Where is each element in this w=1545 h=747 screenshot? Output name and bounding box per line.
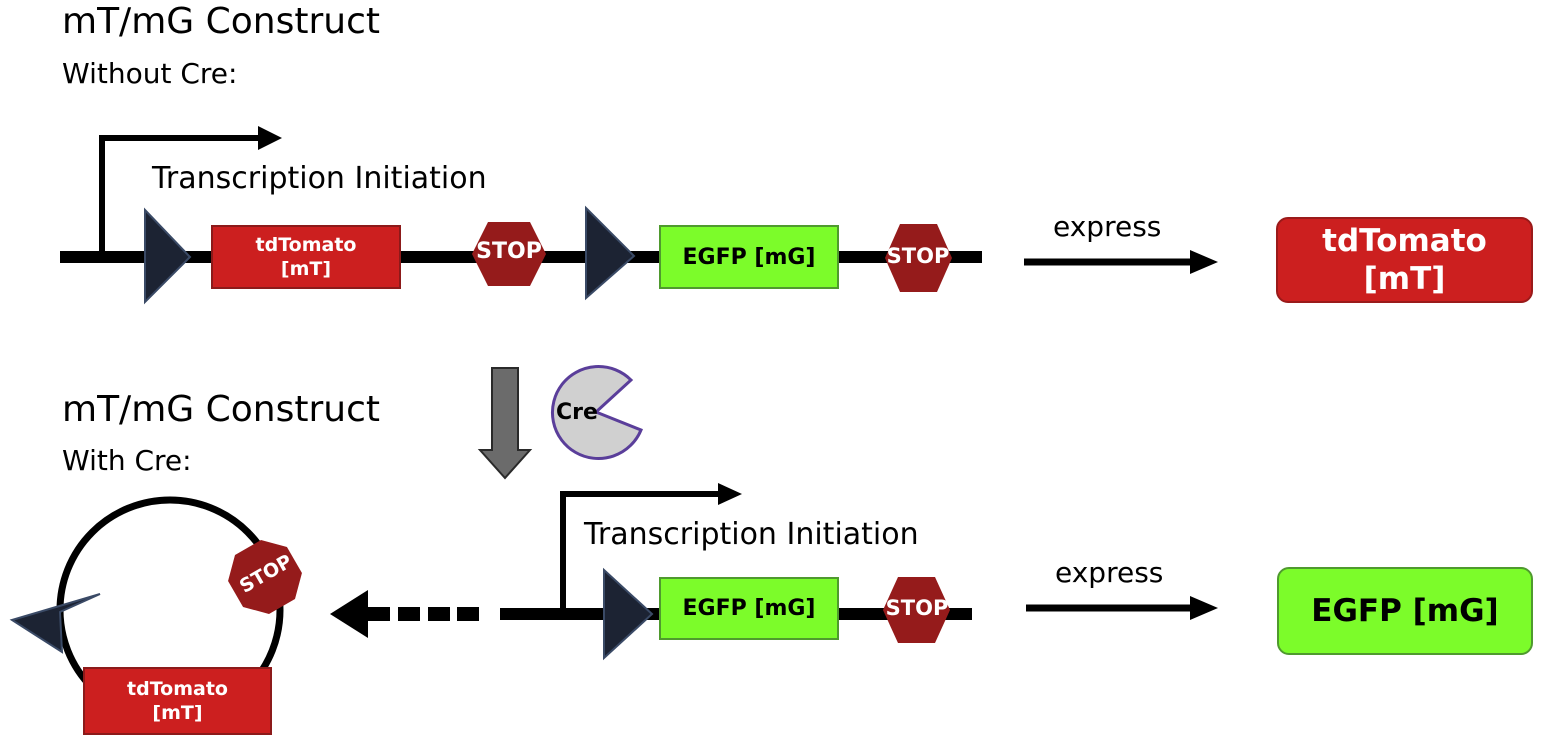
cre-down-arrow — [477, 367, 533, 480]
top-stop-1-icon — [472, 222, 546, 286]
top-transcription-label: Transcription Initiation — [152, 161, 487, 196]
bottom-egfp-box: EGFP [mG] — [659, 577, 839, 640]
bottom-heading: mT/mG Construct — [62, 389, 380, 430]
bottom-stop-label: STOP — [885, 596, 949, 620]
circle-tdtomato-line2: [mT] — [152, 702, 203, 724]
bottom-express-arrowhead — [1190, 596, 1218, 620]
bottom-output-egfp: EGFP [mG] — [1277, 567, 1533, 655]
top-promoter-arrow — [99, 135, 262, 257]
top-express-arrowhead — [1190, 250, 1218, 274]
top-tdtomato-line2: [mT] — [280, 258, 332, 280]
top-tdtomato-line1: tdTomato — [255, 234, 357, 256]
circle-tdtomato-box: tdTomato [mT] — [83, 667, 272, 735]
top-heading: mT/mG Construct — [62, 1, 380, 42]
top-loxp-1-icon — [144, 207, 192, 305]
top-loxp-2-icon — [585, 205, 636, 301]
circle-stop-icon — [228, 540, 302, 614]
bottom-loxp-icon — [603, 567, 654, 661]
cre-label: Cre — [556, 400, 598, 425]
top-output-line2: [mT] — [1363, 261, 1446, 297]
circle-loxp-icon — [9, 593, 101, 654]
bottom-express-label: express — [1055, 556, 1164, 589]
bottom-promoter-arrowhead — [718, 483, 742, 505]
top-egfp-box: EGFP [mG] — [659, 225, 839, 289]
bottom-subheading: With Cre: — [62, 444, 192, 477]
top-stop-1-label: STOP — [476, 239, 542, 264]
cre-pacman-icon — [551, 365, 643, 460]
circle-tdtomato-line1: tdTomato — [127, 678, 228, 700]
top-output-line1: tdTomato — [1322, 223, 1487, 259]
top-stop-2-icon — [885, 224, 952, 292]
top-promoter-arrowhead — [258, 126, 282, 150]
top-subheading: Without Cre: — [62, 57, 238, 90]
top-express-label: express — [1053, 210, 1162, 243]
circle-stop-group — [228, 540, 302, 614]
bottom-promoter-arrow — [560, 491, 722, 614]
bottom-transcription-label: Transcription Initiation — [584, 517, 919, 552]
top-stop-2-label: STOP — [886, 244, 950, 268]
top-tdtomato-box: tdTomato [mT] — [211, 225, 401, 289]
bottom-stop-icon — [883, 577, 950, 643]
excision-dashed-arrow — [330, 590, 479, 638]
top-output-tdtomato: tdTomato [mT] — [1276, 217, 1533, 303]
